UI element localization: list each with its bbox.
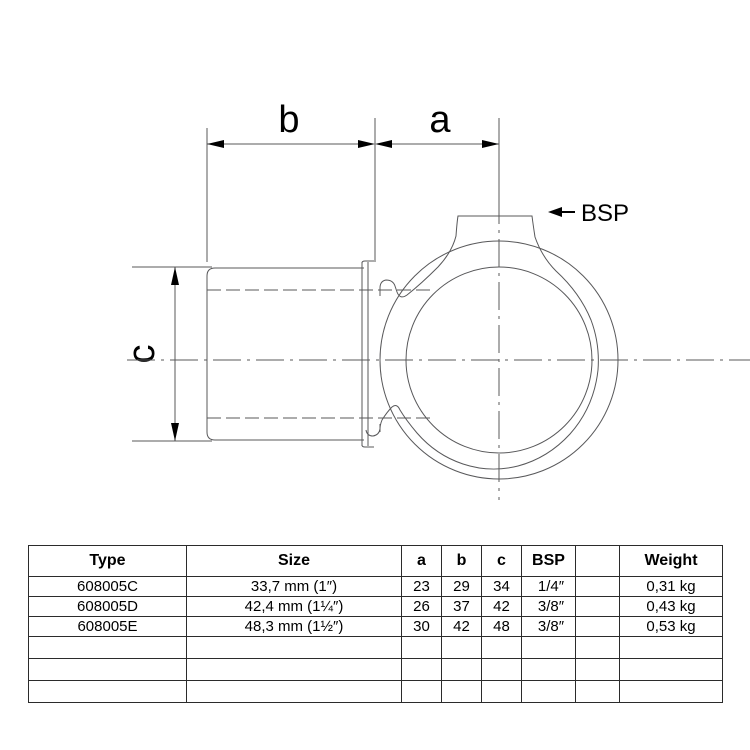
cell-size: 42,4 mm (1¼″) (186, 596, 402, 617)
cell-empty (521, 636, 576, 659)
table-header-row: Type Size a b c BSP Weight (28, 545, 723, 577)
cell-a: 26 (401, 596, 442, 617)
dim-label-a: a (429, 99, 451, 141)
cell-size: 33,7 mm (1″) (186, 576, 402, 597)
cell-empty (28, 658, 187, 681)
cell-empty (481, 636, 522, 659)
arrow-b-right (358, 140, 375, 148)
cell-empty (619, 636, 723, 659)
cell-empty (619, 680, 723, 703)
cell-empty (28, 680, 187, 703)
table-row-empty (28, 658, 723, 681)
cell-bsp: 3/8″ (521, 616, 576, 637)
ring-body-outline (365, 215, 599, 470)
header-bsp: BSP (521, 545, 576, 577)
cell-empty (575, 658, 620, 681)
header-type: Type (28, 545, 187, 577)
cell-c: 34 (481, 576, 522, 597)
table-row: 608005D 42,4 mm (1¼″) 26 37 42 3/8″ 0,43… (28, 596, 723, 617)
dim-label-c: c (121, 345, 163, 364)
cell-empty (481, 658, 522, 681)
header-a: a (401, 545, 442, 577)
bsp-label: BSP (581, 200, 629, 227)
table-row: 608005E 48,3 mm (1½″) 30 42 48 3/8″ 0,53… (28, 616, 723, 637)
cell-empty (481, 680, 522, 703)
cell-empty (401, 636, 442, 659)
tube-outline (206, 267, 364, 441)
header-b: b (441, 545, 482, 577)
tube-collar-bottom (361, 440, 374, 448)
technical-drawing: b a c BSP (121, 99, 750, 500)
cell-type: 608005E (28, 616, 187, 637)
cell-a: 30 (401, 616, 442, 637)
table-row: 608005C 33,7 mm (1″) 23 29 34 1/4″ 0,31 … (28, 576, 723, 597)
cell-b: 42 (441, 616, 482, 637)
bsp-arrow-head (548, 207, 562, 217)
cell-empty (401, 680, 442, 703)
dim-label-b: b (278, 99, 299, 141)
header-size: Size (186, 545, 402, 577)
cell-b: 37 (441, 596, 482, 617)
arrow-a-left (375, 140, 392, 148)
header-c: c (481, 545, 522, 577)
cell-empty (441, 680, 482, 703)
cell-a: 23 (401, 576, 442, 597)
cell-empty (186, 636, 402, 659)
cell-type: 608005C (28, 576, 187, 597)
cell-empty (186, 680, 402, 703)
cell-c: 42 (481, 596, 522, 617)
cell-empty (575, 680, 620, 703)
specification-table: Type Size a b c BSP Weight 608005C 33,7 … (28, 545, 723, 703)
cell-empty (575, 636, 620, 659)
arrow-b-left (207, 140, 224, 148)
cell-type: 608005D (28, 596, 187, 617)
cell-empty (521, 658, 576, 681)
cell-empty (28, 636, 187, 659)
arrow-c-top (171, 267, 179, 285)
cell-weight: 0,53 kg (619, 616, 723, 637)
cell-bsp: 3/8″ (521, 596, 576, 617)
arrow-c-bottom (171, 423, 179, 441)
cell-bsp: 1/4″ (521, 576, 576, 597)
cell-weight: 0,31 kg (619, 576, 723, 597)
cell-empty (441, 636, 482, 659)
table-row-empty (28, 680, 723, 703)
cell-blank (575, 616, 620, 637)
cell-blank (575, 596, 620, 617)
cell-empty (401, 658, 442, 681)
tube-collar-top (361, 260, 374, 268)
cell-c: 48 (481, 616, 522, 637)
cell-size: 48,3 mm (1½″) (186, 616, 402, 637)
cell-empty (441, 658, 482, 681)
cell-b: 29 (441, 576, 482, 597)
header-weight: Weight (619, 545, 723, 577)
cell-empty (521, 680, 576, 703)
cell-weight: 0,43 kg (619, 596, 723, 617)
table-row-empty (28, 636, 723, 659)
header-blank (575, 545, 620, 577)
cell-blank (575, 576, 620, 597)
cell-empty (619, 658, 723, 681)
cell-empty (186, 658, 402, 681)
arrow-a-right (482, 140, 499, 148)
